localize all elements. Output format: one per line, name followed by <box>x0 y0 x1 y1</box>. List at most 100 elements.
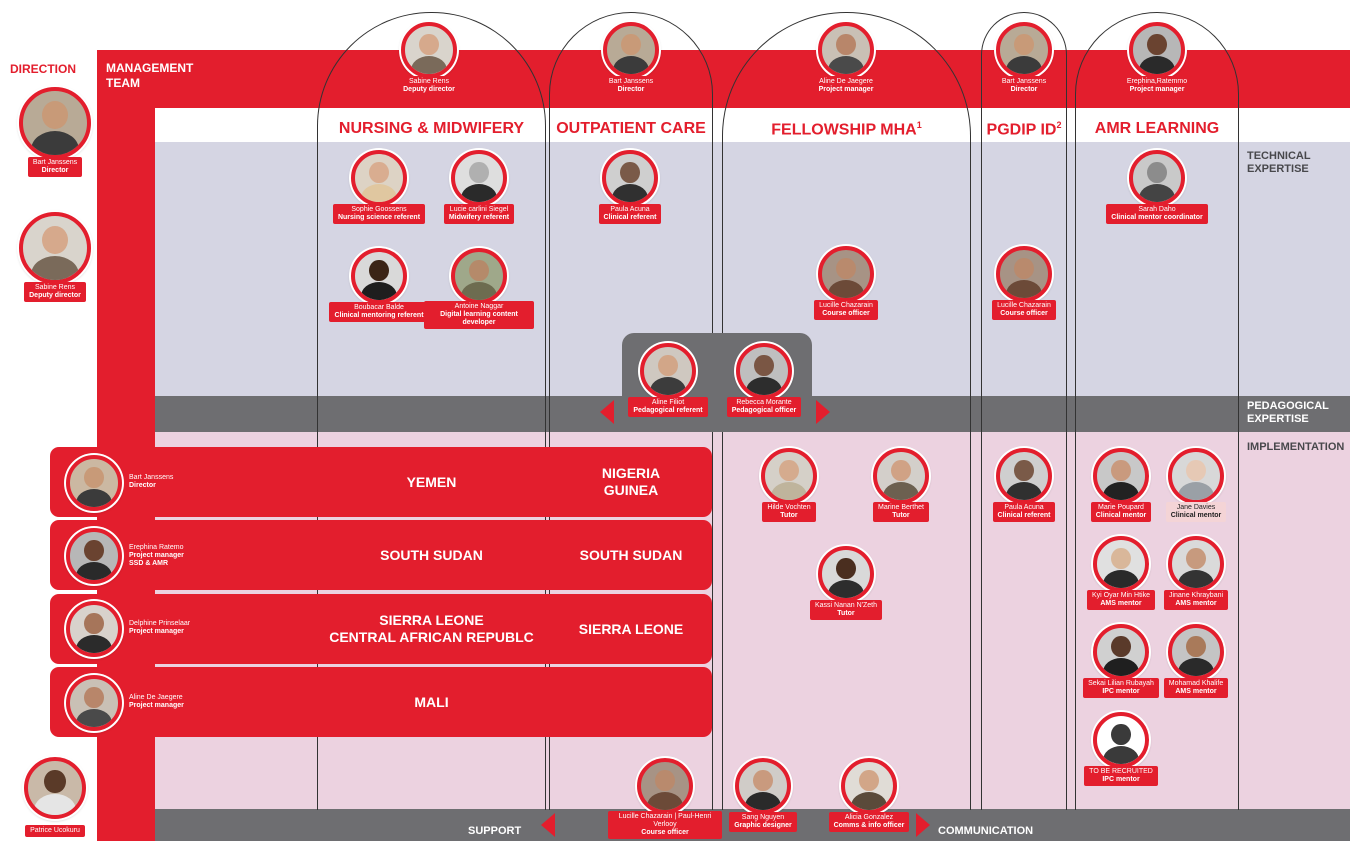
avatar-photo <box>996 246 1052 302</box>
avatar-photo <box>451 150 507 206</box>
person-role: Director <box>1010 86 1038 93</box>
person-role: AMS mentor <box>1175 688 1217 695</box>
person-role: Comms & info officer <box>833 822 905 829</box>
country-nigeria-guinea: NIGERIA GUINEA <box>601 465 661 498</box>
person-name: Delphine Prinselaar <box>129 620 191 627</box>
person-name: Sekai Lilian Rubayah <box>1088 680 1154 687</box>
avatar-photo <box>66 528 122 584</box>
avatar-photo <box>818 22 874 78</box>
person-name: Marine Berthet <box>878 504 924 511</box>
pedagogical-expertise-label: PEDAGOGICAL EXPERTISE <box>1247 400 1329 425</box>
person-role: Graphic designer <box>734 822 792 829</box>
person-name: Erephina Ratemo <box>129 544 184 551</box>
program-title-outpatient: OUTPATIENT CARE <box>549 120 713 138</box>
avatar-photo <box>451 248 507 304</box>
silhouette-icon <box>1093 712 1149 768</box>
person-role: IPC mentor <box>1102 776 1140 783</box>
person-name: Lucille Chazarain <box>997 302 1051 309</box>
avatar-photo <box>19 87 91 159</box>
person-role: Tutor <box>780 512 798 519</box>
person-name: Lucille Chazarain <box>819 302 873 309</box>
person-name: Erephina,Ratemmo <box>1126 78 1188 85</box>
arch-pgdip <box>981 12 1067 810</box>
avatar-photo <box>603 22 659 78</box>
person-name: Lucille Chazarain | Paul-Henri Verlooy <box>618 813 712 828</box>
person-role: Tutor <box>892 512 910 519</box>
country-sierra-leone-outpatient: SIERRA LEONE <box>578 620 684 637</box>
avatar-photo <box>401 22 457 78</box>
person-name: Boubacar Balde <box>354 304 404 311</box>
person-role: Course officer <box>641 829 689 836</box>
name-tag: Patrice Ucokuru <box>25 825 85 837</box>
program-title-pgdip-text: PGDIP ID <box>986 121 1057 139</box>
person-name: Sabine Rens <box>408 78 450 85</box>
person-role: Clinical mentor <box>1170 512 1222 519</box>
person-dir-patrice[interactable]: Patrice Ucokuru <box>0 757 110 837</box>
avatar-photo <box>1168 624 1224 680</box>
avatar-photo <box>735 758 791 814</box>
arrow-right-pedagogical <box>816 400 830 424</box>
person-name: Kyi Oyar Min Htike <box>1092 592 1150 599</box>
person-role: Midwifery referent <box>448 214 510 221</box>
avatar-photo <box>24 757 86 819</box>
person-name: Bart Janssens <box>608 78 654 85</box>
avatar-photo <box>1168 448 1224 504</box>
arch-nursing <box>317 12 546 810</box>
country-yemen: YEMEN <box>406 473 457 490</box>
person-name: Kassi Nanan N'Zeth <box>814 602 878 609</box>
program-title-outpatient-text: OUTPATIENT CARE <box>556 120 706 137</box>
person-name: Bart Janssens <box>1001 78 1047 85</box>
country-sierra-leone-car: SIERRA LEONE CENTRAL AFRICAN REPUBLC <box>329 612 534 645</box>
direction-label: DIRECTION <box>10 62 76 76</box>
person-role: Project manager <box>818 86 874 93</box>
person-name: Lucie carlini Siegel <box>449 206 509 213</box>
avatar-photo <box>351 248 407 304</box>
person-name: Jinane Khraybani <box>1168 592 1224 599</box>
person-role: Clinical referent <box>997 512 1051 519</box>
program-title-fellowship-text: FELLOWSHIP MHA <box>771 121 917 139</box>
